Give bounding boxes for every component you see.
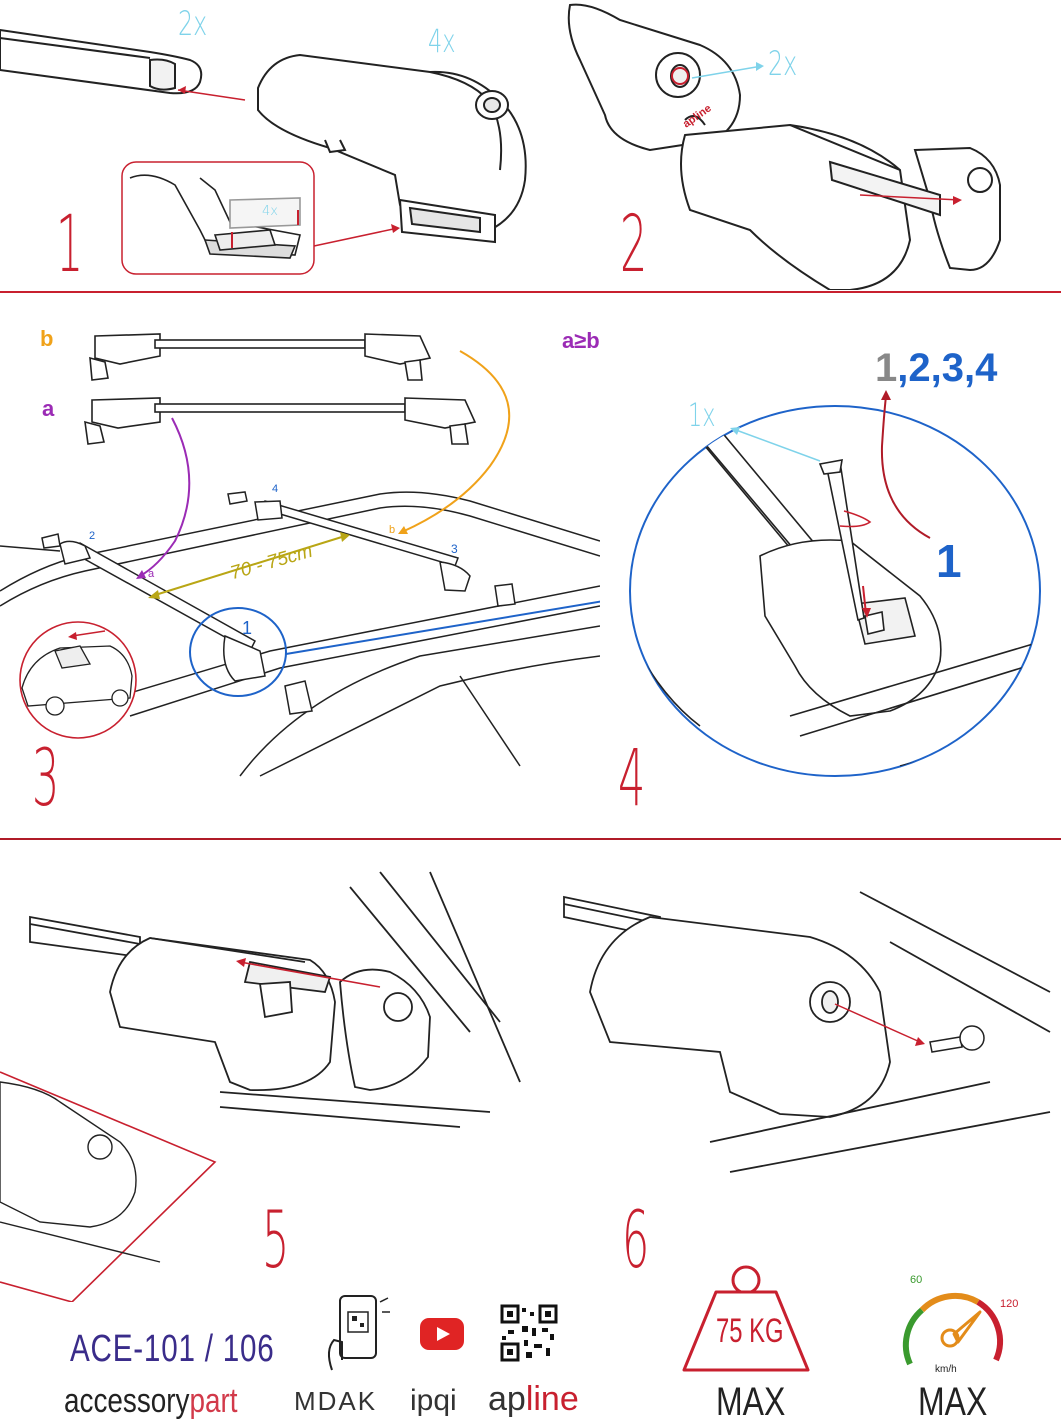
key-qty-label: 1x xyxy=(688,396,716,434)
gauge-glyph xyxy=(902,1292,1003,1366)
order-rest: ,2,3,4 xyxy=(897,346,998,390)
cap-qty-label: 2x xyxy=(768,44,798,84)
apline-text: apline xyxy=(488,1380,579,1419)
panel-4: 1x 1,2,3,4 1 4 xyxy=(600,296,1061,836)
panel-6: 6 xyxy=(530,842,1061,1302)
panel-3-drawing xyxy=(0,333,600,777)
panel-3: b a a≥b 2 4 3 1 a b 70 - 75cm 3 xyxy=(0,296,600,836)
youtube-icon xyxy=(420,1318,464,1350)
panel-6-drawing xyxy=(563,891,1051,1173)
bar-a-label: a xyxy=(42,396,55,421)
pos1-circle xyxy=(189,607,287,697)
key-arrow-6 xyxy=(834,1003,921,1043)
curve-a xyxy=(139,417,191,577)
divider-top xyxy=(0,291,1061,293)
brand-accent: part xyxy=(189,1382,238,1420)
apline-b: line xyxy=(525,1380,579,1418)
step-number-5: 5 xyxy=(262,1196,290,1286)
weight-icon xyxy=(676,1262,816,1380)
divider-middle xyxy=(0,838,1061,840)
speed-60: 60 xyxy=(910,1274,923,1286)
key-arrow xyxy=(735,429,821,462)
panel-1-drawing xyxy=(0,28,527,275)
compare-label: a≥b xyxy=(562,328,600,354)
inset-drawing xyxy=(129,174,301,259)
weight-max-label: MAX xyxy=(716,1380,786,1424)
foot-qty-label: 4x xyxy=(428,22,456,60)
panel-4-drawing xyxy=(629,390,1041,777)
panel-2-drawing: apline xyxy=(567,3,1001,290)
slide-arrow-5 xyxy=(239,961,381,988)
slide-arrow xyxy=(859,194,961,201)
speedometer-icon xyxy=(888,1276,1008,1380)
pos-3-label: 3 xyxy=(451,542,458,556)
b-mark: b xyxy=(389,524,396,536)
rail-qty-label: 2x xyxy=(178,4,208,44)
pad-qty-label: 4x xyxy=(262,204,278,219)
speed-max-label: MAX xyxy=(918,1380,988,1424)
step-number-1: 1 xyxy=(56,200,84,290)
panel-5-drawing xyxy=(0,871,521,1302)
ipqi-text: ipqi xyxy=(410,1384,457,1417)
start-label: 1 xyxy=(936,535,962,587)
speed-unit: km/h xyxy=(935,1364,957,1375)
play-triangle xyxy=(437,1327,450,1341)
panel-5: 5 xyxy=(0,842,530,1302)
brand-main: accessory xyxy=(64,1382,190,1420)
panel-2: apline 2x 2 xyxy=(530,0,1061,290)
apline-a: ap xyxy=(488,1380,526,1418)
zoom-arrow xyxy=(285,600,600,655)
compare-text: a≥b xyxy=(562,328,600,353)
pos-1-label: 1 xyxy=(242,618,253,638)
kettlebell-glyph xyxy=(682,1265,810,1372)
order-label: 1,2,3,4 xyxy=(875,346,997,391)
bar-b-label: b xyxy=(40,326,54,351)
order-prefix: 1 xyxy=(875,346,898,390)
speed-120: 120 xyxy=(1000,1298,1019,1310)
foot-unit xyxy=(257,53,527,244)
step-number-6: 6 xyxy=(622,1196,650,1286)
distance-arrow xyxy=(151,535,346,597)
order-curve xyxy=(880,395,931,539)
pos-4-label: 4 xyxy=(272,483,279,495)
mdak-logo xyxy=(310,1290,400,1380)
a-mark: a xyxy=(148,568,155,580)
rail-arrow xyxy=(177,89,246,101)
cap-arrow xyxy=(691,65,763,79)
qr-code-icon xyxy=(500,1304,558,1362)
curve-b xyxy=(401,350,511,533)
brand-name: accessorypart xyxy=(64,1382,238,1421)
step-number-3: 3 xyxy=(32,734,60,824)
panel-1: 2x 4x 4x 1 xyxy=(0,0,530,290)
pos-2-label: 2 xyxy=(89,530,96,542)
rail-profile xyxy=(0,28,203,95)
model-number: ACE-101 / 106 xyxy=(70,1328,275,1370)
weight-value: 75 KG xyxy=(716,1312,784,1350)
inset-arrow xyxy=(313,227,399,247)
qr-glyph xyxy=(500,1304,558,1362)
step-number-2: 2 xyxy=(620,200,648,290)
mdak-text: MDAK xyxy=(294,1386,378,1416)
key-icon xyxy=(929,1025,985,1053)
step-number-4: 4 xyxy=(618,734,646,824)
phone-hand-icon xyxy=(328,1295,390,1371)
